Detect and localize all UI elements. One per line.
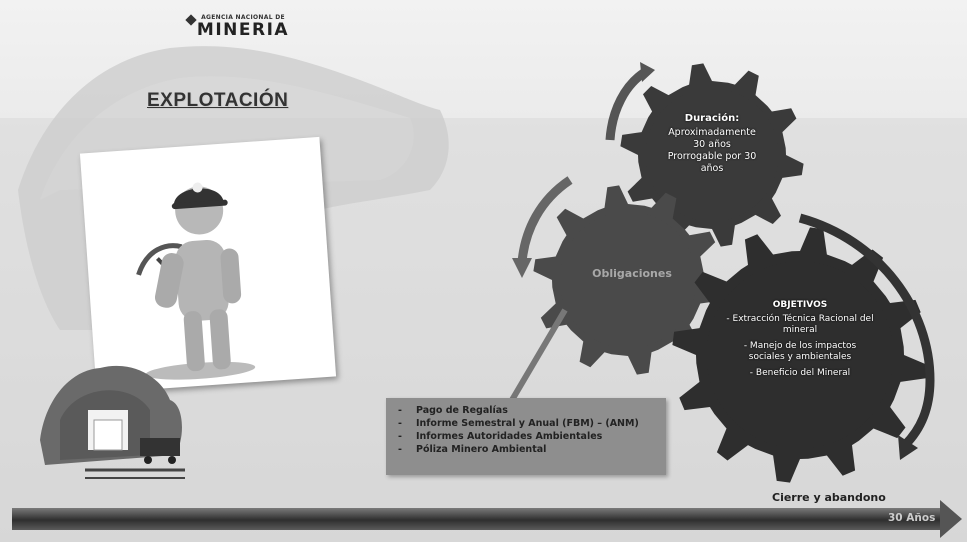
duracion-text: Duración: Aproximadamente 30 años Prorro… — [652, 113, 772, 175]
gear-obligaciones-icon — [533, 185, 723, 375]
objetivos-item: - Extracción Técnica Racional del minera… — [726, 314, 874, 335]
obligaciones-box: Pago de Regalías Informe Semestral y Anu… — [386, 398, 666, 475]
objetivos-item: - Manejo de los impactos sociales y ambi… — [743, 341, 857, 362]
arrow-left-icon — [517, 176, 573, 263]
objetivos-item: - Beneficio del Mineral — [749, 368, 851, 378]
page-title: EXPLOTACIÓN — [147, 90, 289, 111]
arrow-top-icon — [605, 68, 648, 141]
obligaciones-item: Informes Autoridades Ambientales — [398, 430, 666, 443]
objetivos-text: OBJETIVOS - Extracción Técnica Racional … — [725, 300, 875, 384]
miner-illustration — [79, 136, 337, 394]
objetivos-heading: OBJETIVOS — [772, 300, 828, 310]
arrow-right-icon — [798, 213, 935, 449]
obligaciones-item: Pago de Regalías — [398, 404, 666, 417]
miner-figure-icon — [136, 182, 256, 380]
gear-hub — [645, 88, 779, 222]
gear-objetivos-icon — [672, 227, 928, 483]
gear-hub — [706, 261, 894, 449]
timeline-bar — [12, 508, 942, 530]
obligaciones-label: Obligaciones — [592, 267, 672, 280]
duracion-line: 30 años — [693, 139, 731, 150]
cierre-label: Cierre y abandono — [772, 491, 886, 504]
logo-agency-text: AGENCIA NACIONAL DE — [201, 14, 285, 21]
obligaciones-item: Informe Semestral y Anual (FBM) – (ANM) — [398, 417, 666, 430]
logo: AGENCIA NACIONAL DE MINERIA — [183, 14, 303, 44]
duracion-line: Prorrogable por 30 — [667, 151, 757, 162]
arrow-down-icon — [509, 308, 568, 402]
duracion-line: años — [700, 163, 724, 174]
obligaciones-item: Póliza Minero Ambiental — [398, 443, 666, 456]
duracion-line: Aproximadamente — [668, 127, 756, 138]
logo-name: MINERIA — [196, 20, 290, 40]
obligaciones-list: Pago de Regalías Informe Semestral y Anu… — [386, 404, 666, 456]
duracion-heading: Duración: — [684, 113, 740, 124]
gear-hub — [559, 211, 697, 349]
timeline-arrow-icon — [940, 500, 962, 538]
timeline-duration-label: 30 Años — [888, 512, 936, 524]
